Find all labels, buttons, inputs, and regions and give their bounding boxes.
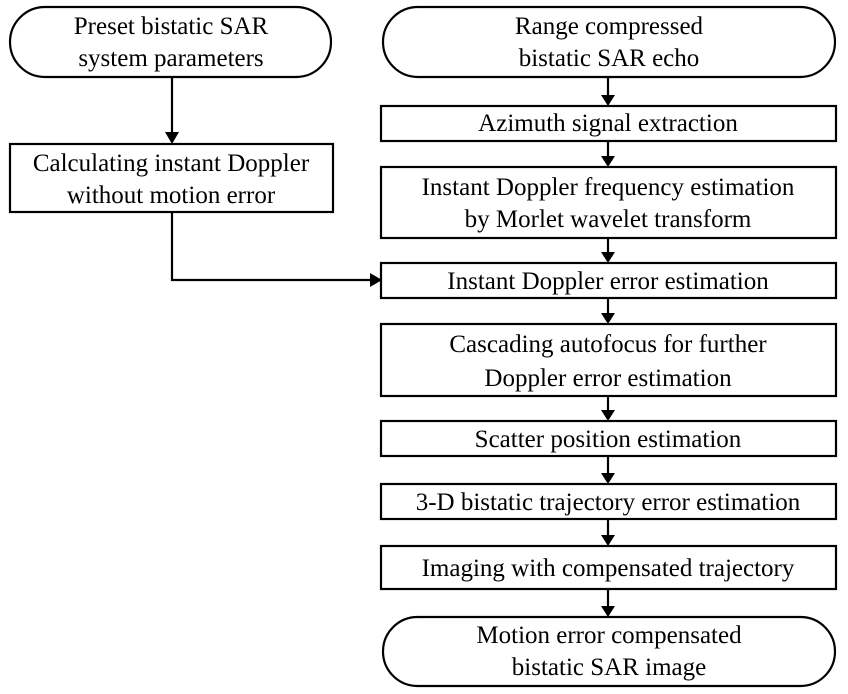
node-calc-instant-line-2: without motion error [67,182,276,209]
node-output-line-2: bistatic SAR image [512,654,706,681]
edge-cascading-to-scatter [601,396,615,421]
node-calc-instant-line-1: Calculating instant Doppler [33,150,310,177]
node-imaging-line-1: Imaging with compensated trajectory [422,555,795,582]
edge-preset-to-calc-instant [165,77,179,144]
node-azimuth: Azimuth signal extraction [379,104,838,143]
edge-imaging-to-output [601,589,615,617]
node-cascading-line-2: Doppler error estimation [484,365,732,392]
node-range-echo: Range compressed bistatic SAR echo [381,5,837,79]
node-range-echo-line-2: bistatic SAR echo [519,45,700,72]
node-cascading-line-1: Cascading autofocus for further [449,331,767,358]
edge-doppler-error-to-cascading [601,298,615,324]
node-doppler-error: Instant Doppler error estimation [379,261,838,300]
node-output-line-1: Motion error compensated [476,622,742,649]
node-cascading: Cascading autofocus for further Doppler … [379,322,838,398]
edge-calc-instant-to-doppler-error [170,212,382,287]
node-output: Motion error compensated bistatic SAR im… [381,615,837,688]
node-morlet-line-1: Instant Doppler frequency estimation [422,174,795,201]
edge-range-echo-to-azimuth [601,77,615,106]
node-morlet: Instant Doppler frequency estimation by … [379,165,838,240]
node-scatter-line-1: Scatter position estimation [475,426,742,453]
node-doppler-error-line-1: Instant Doppler error estimation [447,268,769,295]
node-trajectory: 3-D bistatic trajectory error estimation [379,482,838,521]
node-azimuth-line-1: Azimuth signal extraction [478,110,738,137]
node-trajectory-line-1: 3-D bistatic trajectory error estimation [416,489,801,516]
node-preset-line-1: Preset bistatic SAR [74,13,269,40]
edge-scatter-to-trajectory [601,456,615,484]
edge-azimuth-to-morlet [601,141,615,167]
edge-trajectory-to-imaging [601,519,615,546]
node-range-echo-line-1: Range compressed [515,13,704,40]
node-scatter: Scatter position estimation [379,419,838,458]
node-imaging: Imaging with compensated trajectory [379,544,838,591]
edge-morlet-to-doppler-error [601,238,615,263]
node-preset-line-2: system parameters [78,45,263,72]
node-calc-instant: Calculating instant Doppler without moti… [8,142,335,214]
node-preset: Preset bistatic SAR system parameters [8,5,333,79]
node-morlet-line-2: by Morlet wavelet transform [465,206,752,233]
connectors [165,77,615,617]
